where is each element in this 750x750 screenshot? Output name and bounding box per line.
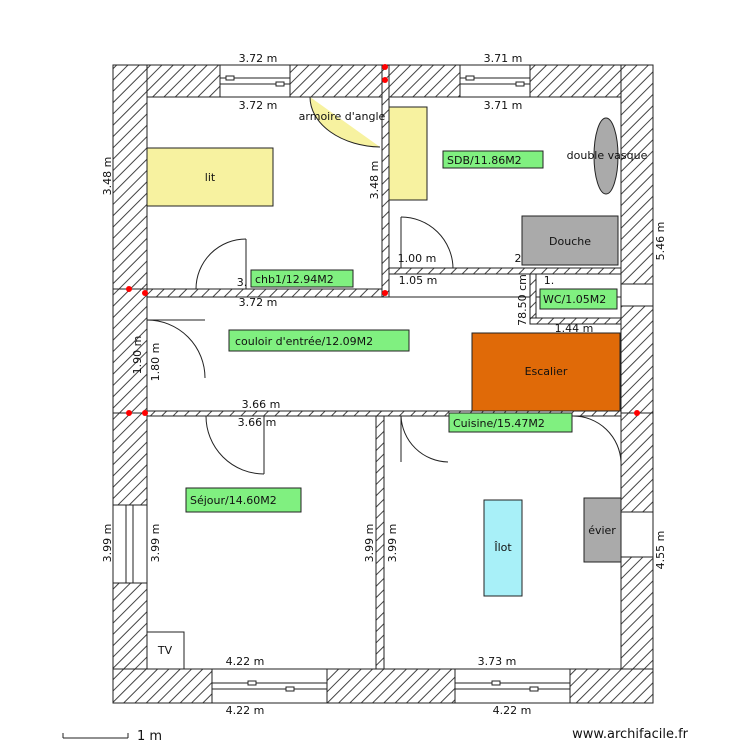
sink: évier	[583, 497, 622, 563]
dim-wc-bottom: 1.44 m	[555, 322, 594, 335]
scale-bar: 1 m	[62, 729, 162, 744]
bed: lit	[146, 147, 274, 207]
dim-sejour-top: 3.66 m	[238, 416, 277, 429]
window-bottom-right	[454, 668, 571, 704]
window-right	[620, 511, 654, 558]
dim-sejour-left-out: 3.99 m	[101, 524, 114, 563]
shower-label: Douche	[549, 235, 591, 248]
dim-couloir-left-in: 1.80 m	[149, 343, 162, 382]
shower: Douche	[521, 215, 619, 266]
dim-sdb-bottom: 1.05 m	[399, 274, 438, 287]
svg-text:SDB/11.86M2: SDB/11.86M2	[447, 154, 522, 167]
dim-chb-left: 3.48 m	[101, 157, 114, 196]
dim-sejour-bottom-in: 4.22 m	[226, 655, 265, 668]
dim-bottom-left-out: 4.22 m	[226, 704, 265, 717]
sink-label: évier	[588, 524, 616, 537]
tv: TV	[146, 631, 185, 670]
window-right-wc	[620, 283, 654, 307]
dimension-labels: 3.72 m 3.72 m 3.71 m 3.71 m 3.48 m 3.48 …	[101, 52, 667, 717]
bed-label: lit	[205, 171, 216, 184]
dim-cuisine-bottom-in: 3.73 m	[478, 655, 517, 668]
sdb-cabinet	[388, 106, 428, 201]
washbasin-label: double vasque	[567, 149, 648, 162]
interior-walls	[146, 64, 622, 670]
dim-top-right-in: 3.71 m	[484, 99, 523, 112]
washbasin: double vasque	[567, 117, 648, 195]
room-label-couloir: couloir d'entrée/12.09M2	[228, 329, 410, 352]
tv-label: TV	[157, 644, 173, 657]
dim-couloir-bottom: 3.66 m	[242, 398, 281, 411]
dim-sejour-left-in: 3.99 m	[149, 524, 162, 563]
svg-text:Cuisine/15.47M2: Cuisine/15.47M2	[453, 417, 545, 430]
window-bottom-left	[211, 668, 328, 704]
dim-couloir-left-out: 1.90 m	[131, 336, 144, 375]
site-credit: www.archifacile.fr	[572, 727, 688, 742]
island: Îlot	[483, 499, 523, 597]
island-label: Îlot	[493, 541, 512, 554]
svg-text:chb1/12.94M2: chb1/12.94M2	[255, 273, 334, 286]
dim-chb-bottom-b: 3.72 m	[239, 296, 278, 309]
room-label-sdb: SDB/11.86M2	[442, 150, 544, 169]
dim-right-upper: 5.46 m	[654, 222, 667, 261]
dim-top-right-out: 3.71 m	[484, 52, 523, 65]
stairs: Escalier	[471, 332, 621, 412]
dim-sdb-door: 1.00 m	[398, 252, 437, 265]
doors	[146, 96, 622, 475]
dim-right-lower: 4.55 m	[654, 531, 667, 570]
window-top-left	[219, 64, 291, 98]
window-left	[112, 504, 148, 584]
room-label-cuisine: Cuisine/15.47M2	[448, 412, 573, 433]
dim-wc-2: 2	[515, 252, 522, 265]
room-label-sejour: Séjour/14.60M2	[185, 487, 302, 513]
wall-joints	[126, 64, 640, 416]
stairs-label: Escalier	[525, 365, 568, 378]
dim-wc-height: 78.50 cm	[516, 274, 529, 326]
scale-label: 1 m	[137, 729, 162, 744]
dim-chb-right: 3.48 m	[368, 161, 381, 200]
window-top-right	[459, 64, 531, 98]
dim-top-left-in: 3.72 m	[239, 99, 278, 112]
svg-text:WC/1.05M2: WC/1.05M2	[543, 293, 606, 306]
svg-text:Séjour/14.60M2: Séjour/14.60M2	[190, 494, 277, 507]
svg-text:couloir d'entrée/12.09M2: couloir d'entrée/12.09M2	[235, 335, 373, 348]
dim-chb-bottom-a: 3.	[237, 276, 248, 289]
room-label-wc: WC/1.05M2	[539, 288, 618, 310]
room-label-chb1: chb1/12.94M2	[250, 269, 354, 288]
dim-cuisine-left: 3.99 m	[386, 524, 399, 563]
dim-sejour-right: 3.99 m	[363, 524, 376, 563]
dim-wc-top: 1.	[544, 274, 555, 287]
dim-top-left-out: 3.72 m	[239, 52, 278, 65]
wardrobe-label: armoire d'angle	[299, 110, 386, 123]
dim-bottom-right-out: 4.22 m	[493, 704, 532, 717]
